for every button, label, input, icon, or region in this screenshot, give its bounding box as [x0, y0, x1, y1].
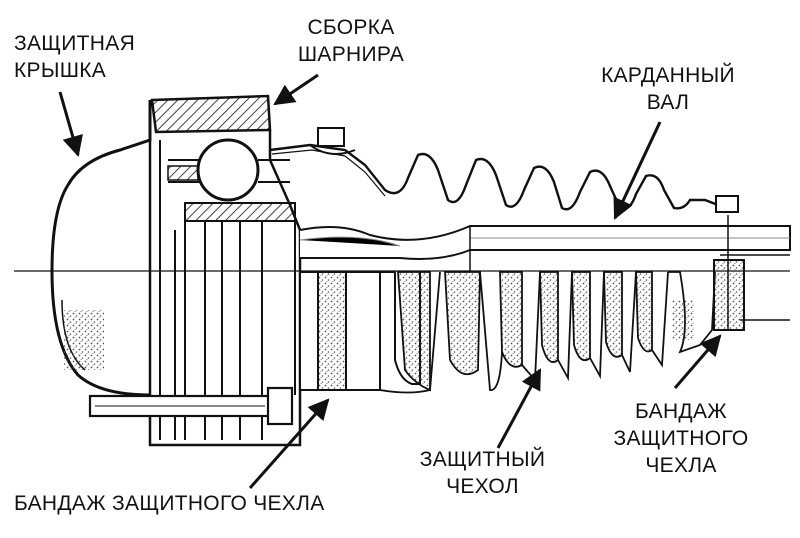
- label-drive-shaft: КАРДАННЫЙ ВАЛ: [588, 62, 748, 116]
- label-protective-boot-line2: ЧЕХОЛ: [446, 475, 519, 498]
- label-joint-assembly-line1: СБОРКА: [307, 16, 395, 39]
- boot-profile-top: [269, 143, 719, 211]
- label-boot-clamp-right-line1: БАНДАЖ: [635, 400, 727, 423]
- protective-cover-outline: [50, 100, 152, 397]
- label-joint-assembly-line2: ШАРНИРА: [297, 43, 405, 66]
- label-boot-clamp-right-line3: ЧЕХЛА: [645, 454, 717, 477]
- arrow-boot-clamp-right: [673, 334, 722, 389]
- right-clamp-band: [713, 259, 745, 331]
- boot-section-lower: [299, 215, 745, 394]
- label-boot-clamp-right-line2: ЗАЩИТНОГО: [613, 427, 749, 450]
- joint-ball: [196, 138, 260, 202]
- arrow-protective-boot: [496, 368, 542, 449]
- label-protective-cover-line1: ЗАЩИТНАЯ: [14, 32, 136, 55]
- drive-shaft: [299, 225, 791, 260]
- arrow-joint-assembly: [273, 73, 319, 106]
- label-joint-assembly: СБОРКА ШАРНИРА: [290, 14, 412, 68]
- label-protective-cover: ЗАЩИТНАЯ КРЫШКА: [14, 30, 135, 84]
- label-protective-boot: ЗАЩИТНЫЙ ЧЕХОЛ: [400, 446, 565, 500]
- label-drive-shaft-line2: ВАЛ: [646, 91, 690, 114]
- arrow-boot-clamp-bottom: [248, 398, 330, 489]
- arrow-drive-shaft: [613, 121, 662, 220]
- label-protective-boot-line1: ЗАЩИТНЫЙ: [419, 448, 546, 471]
- leader-lines: [58, 73, 722, 489]
- label-boot-clamp-bottom: БАНДАЖ ЗАЩИТНОГО ЧЕХЛА: [14, 492, 325, 515]
- label-protective-cover-line2: КРЫШКА: [14, 59, 107, 82]
- arrow-protective-cover: [58, 91, 83, 158]
- joint-inner-race: [184, 202, 296, 222]
- label-drive-shaft-line1: КАРДАННЫЙ: [601, 64, 735, 87]
- cover-stipple: [64, 310, 104, 370]
- label-boot-clamp-right: БАНДАЖ ЗАЩИТНОГО ЧЕХЛА: [596, 398, 766, 479]
- joint-outer-race: [150, 94, 272, 134]
